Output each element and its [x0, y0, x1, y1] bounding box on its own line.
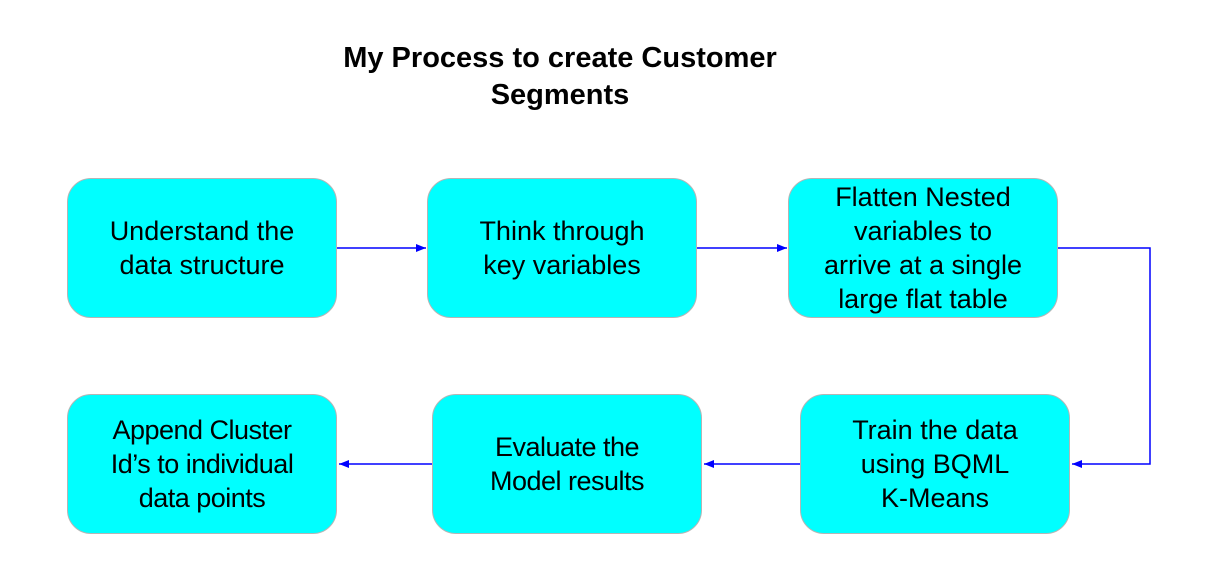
step-label: Think through key variables	[479, 216, 645, 280]
step-label: Understand the data structure	[109, 216, 295, 280]
step-label: Train the data using BQML K-Means	[852, 415, 1018, 513]
step-label: Append Cluster Id’s to individual data p…	[110, 415, 294, 513]
step-train-kmeans[interactable]: Train the data using BQML K-Means	[800, 394, 1070, 534]
arrow-step3-to-step4	[1058, 247, 1151, 468]
step-think-variables[interactable]: Think through key variables	[427, 178, 697, 318]
step-label: Evaluate the Model results	[489, 432, 645, 496]
step-understand-data[interactable]: Understand the data structure	[67, 178, 337, 318]
step-evaluate-model[interactable]: Evaluate the Model results	[432, 394, 702, 534]
diagram-title: My Process to create Customer Segments	[343, 42, 777, 111]
step-append-cluster-ids[interactable]: Append Cluster Id’s to individual data p…	[67, 394, 337, 534]
step-label: Flatten Nested variables to arrive at a …	[823, 182, 1023, 314]
step-flatten-nested[interactable]: Flatten Nested variables to arrive at a …	[788, 178, 1058, 318]
